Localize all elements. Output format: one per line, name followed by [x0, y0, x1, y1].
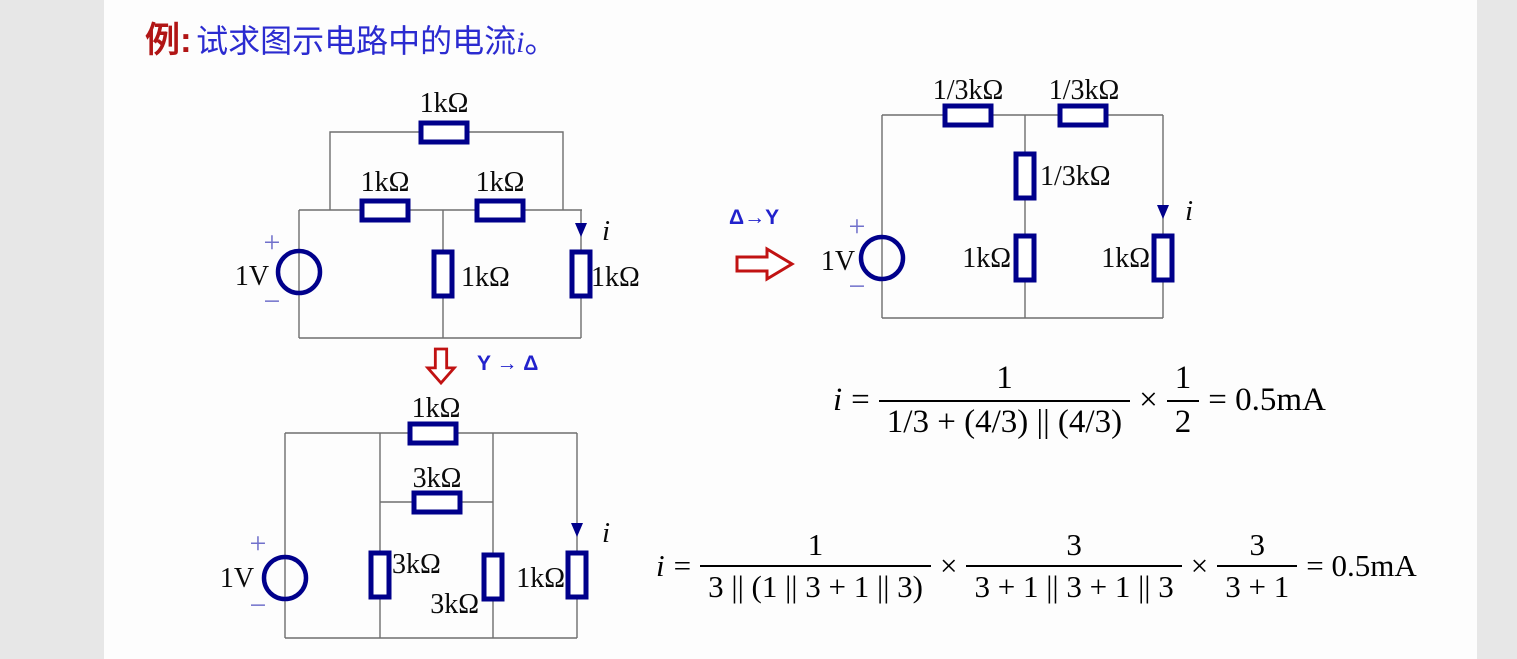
- title-question-text: 试求图示电路中的电流: [196, 23, 517, 59]
- equals-sign: =: [851, 382, 870, 419]
- resistor-right: [569, 249, 593, 299]
- title-example-label: 例:: [145, 21, 192, 60]
- resistor-label: 1kΩ: [962, 243, 1011, 274]
- equals-sign: =: [673, 547, 692, 583]
- slide-title: 例: 试求图示电路中的电流i。: [145, 12, 556, 63]
- resistor-right: [1151, 233, 1175, 283]
- fraction-denominator: 1/3 + (4/3) || (4/3): [878, 399, 1131, 442]
- source-value-label: 1V: [220, 563, 254, 594]
- delta-to-y-label: Δ→Y: [729, 206, 780, 229]
- resistor-top: [407, 421, 459, 446]
- circuit-wires: [881, 114, 1164, 319]
- minus-sign: −: [264, 285, 281, 318]
- resistor-right: [565, 550, 589, 600]
- resistor-label: 1kΩ: [361, 167, 410, 198]
- formula-lhs: i: [833, 382, 843, 419]
- resistor-label: 1kΩ: [591, 262, 640, 293]
- times-sign: ×: [1190, 547, 1209, 583]
- fraction-numerator: 1: [996, 360, 1013, 396]
- current-arrow-icon: [571, 523, 583, 537]
- fraction-numerator: 3: [1066, 527, 1082, 562]
- resistor-bridge: [411, 490, 463, 515]
- voltage-source-icon: [261, 554, 309, 602]
- fraction: 3 3 + 1 || 3 + 1 || 3: [966, 527, 1182, 605]
- resistor-label: 1kΩ: [516, 563, 565, 594]
- resistor-label: 1kΩ: [420, 88, 469, 119]
- resistor-top-right: [1057, 103, 1109, 128]
- resistor-label: 1kΩ: [1101, 243, 1150, 274]
- fraction-denominator: 3 || (1 || 3 + 1 || 3): [700, 564, 931, 605]
- voltage-source-icon: [858, 234, 906, 282]
- voltage-source-icon: [275, 248, 323, 296]
- times-sign: ×: [1139, 382, 1158, 419]
- resistor-label: 3kΩ: [413, 463, 462, 494]
- plus-sign: +: [849, 210, 866, 243]
- resistor-label: 1/3kΩ: [1040, 161, 1111, 192]
- current-label: i: [602, 215, 610, 247]
- current-label: i: [1185, 195, 1193, 227]
- current-label: i: [602, 517, 610, 549]
- current-arrow-icon: [575, 223, 587, 237]
- source-value-label: 1V: [235, 261, 269, 292]
- y-to-delta-circuit-diagram: 1kΩ 3kΩ 3kΩ 3kΩ 1kΩ + − 1V i: [220, 393, 610, 639]
- fraction: 1 1/3 + (4/3) || (4/3): [878, 360, 1131, 442]
- fraction-denominator: 3 + 1 || 3 + 1 || 3: [966, 564, 1182, 605]
- fraction: 1 2: [1166, 360, 1200, 442]
- formula-result: = 0.5mA: [1208, 382, 1326, 419]
- slide-canvas: [104, 0, 1477, 659]
- resistor-top-left: [942, 103, 994, 128]
- circuit-wires: [298, 131, 582, 339]
- resistor-mid-lower: [1013, 233, 1037, 283]
- plus-sign: +: [250, 527, 267, 560]
- resistor-mid: [481, 552, 505, 602]
- transform-right-arrow-icon: [735, 246, 795, 282]
- resistor-top: [418, 120, 470, 145]
- plus-sign: +: [264, 226, 281, 259]
- resistor-center: [431, 249, 455, 299]
- fraction: 1 3 || (1 || 3 + 1 || 3): [700, 527, 931, 604]
- resistor-label: 1kΩ: [461, 262, 510, 293]
- current-arrow-icon: [1157, 205, 1169, 219]
- title-period: 。: [524, 23, 557, 59]
- resistor-label: 1kΩ: [412, 393, 461, 424]
- fraction-denominator: 2: [1166, 399, 1200, 442]
- minus-sign: −: [250, 589, 267, 622]
- original-circuit-diagram: 1kΩ 1kΩ 1kΩ 1kΩ 1kΩ + − 1V i: [235, 88, 640, 339]
- y-to-delta-label: Y → Δ: [477, 352, 539, 375]
- formula-delta-to-y-result: i = 1 1/3 + (4/3) || (4/3) × 1 2 = 0.5mA: [833, 360, 1326, 442]
- resistor-label: 1kΩ: [476, 167, 525, 198]
- formula-lhs: i: [656, 547, 665, 583]
- resistor-label: 3kΩ: [430, 589, 479, 620]
- delta-to-y-circuit-diagram: 1/3kΩ 1/3kΩ 1/3kΩ 1kΩ 1kΩ + − 1V i: [821, 75, 1193, 319]
- fraction-numerator: 1: [807, 527, 824, 562]
- formula-result: = 0.5mA: [1306, 547, 1417, 583]
- fraction: 3 3 + 1: [1217, 527, 1298, 605]
- resistor-label: 3kΩ: [392, 549, 441, 580]
- source-value-label: 1V: [821, 246, 855, 277]
- fraction-numerator: 3: [1249, 527, 1265, 562]
- minus-sign: −: [849, 270, 866, 303]
- fraction-denominator: 3 + 1: [1217, 564, 1298, 605]
- title-current-variable: i: [516, 26, 525, 59]
- resistor-label: 1/3kΩ: [933, 75, 1004, 106]
- resistor-mid-right: [474, 198, 526, 223]
- formula-y-to-delta-result: i = 1 3 || (1 || 3 + 1 || 3) × 3 3 + 1 |…: [656, 527, 1417, 604]
- resistor-left: [368, 550, 392, 600]
- fraction-numerator: 1: [1174, 360, 1192, 396]
- resistor-mid-upper: [1013, 151, 1037, 201]
- times-sign: ×: [939, 547, 958, 583]
- resistor-mid-left: [359, 198, 411, 223]
- transform-down-arrow-icon: [424, 347, 458, 386]
- resistor-label: 1/3kΩ: [1049, 75, 1120, 106]
